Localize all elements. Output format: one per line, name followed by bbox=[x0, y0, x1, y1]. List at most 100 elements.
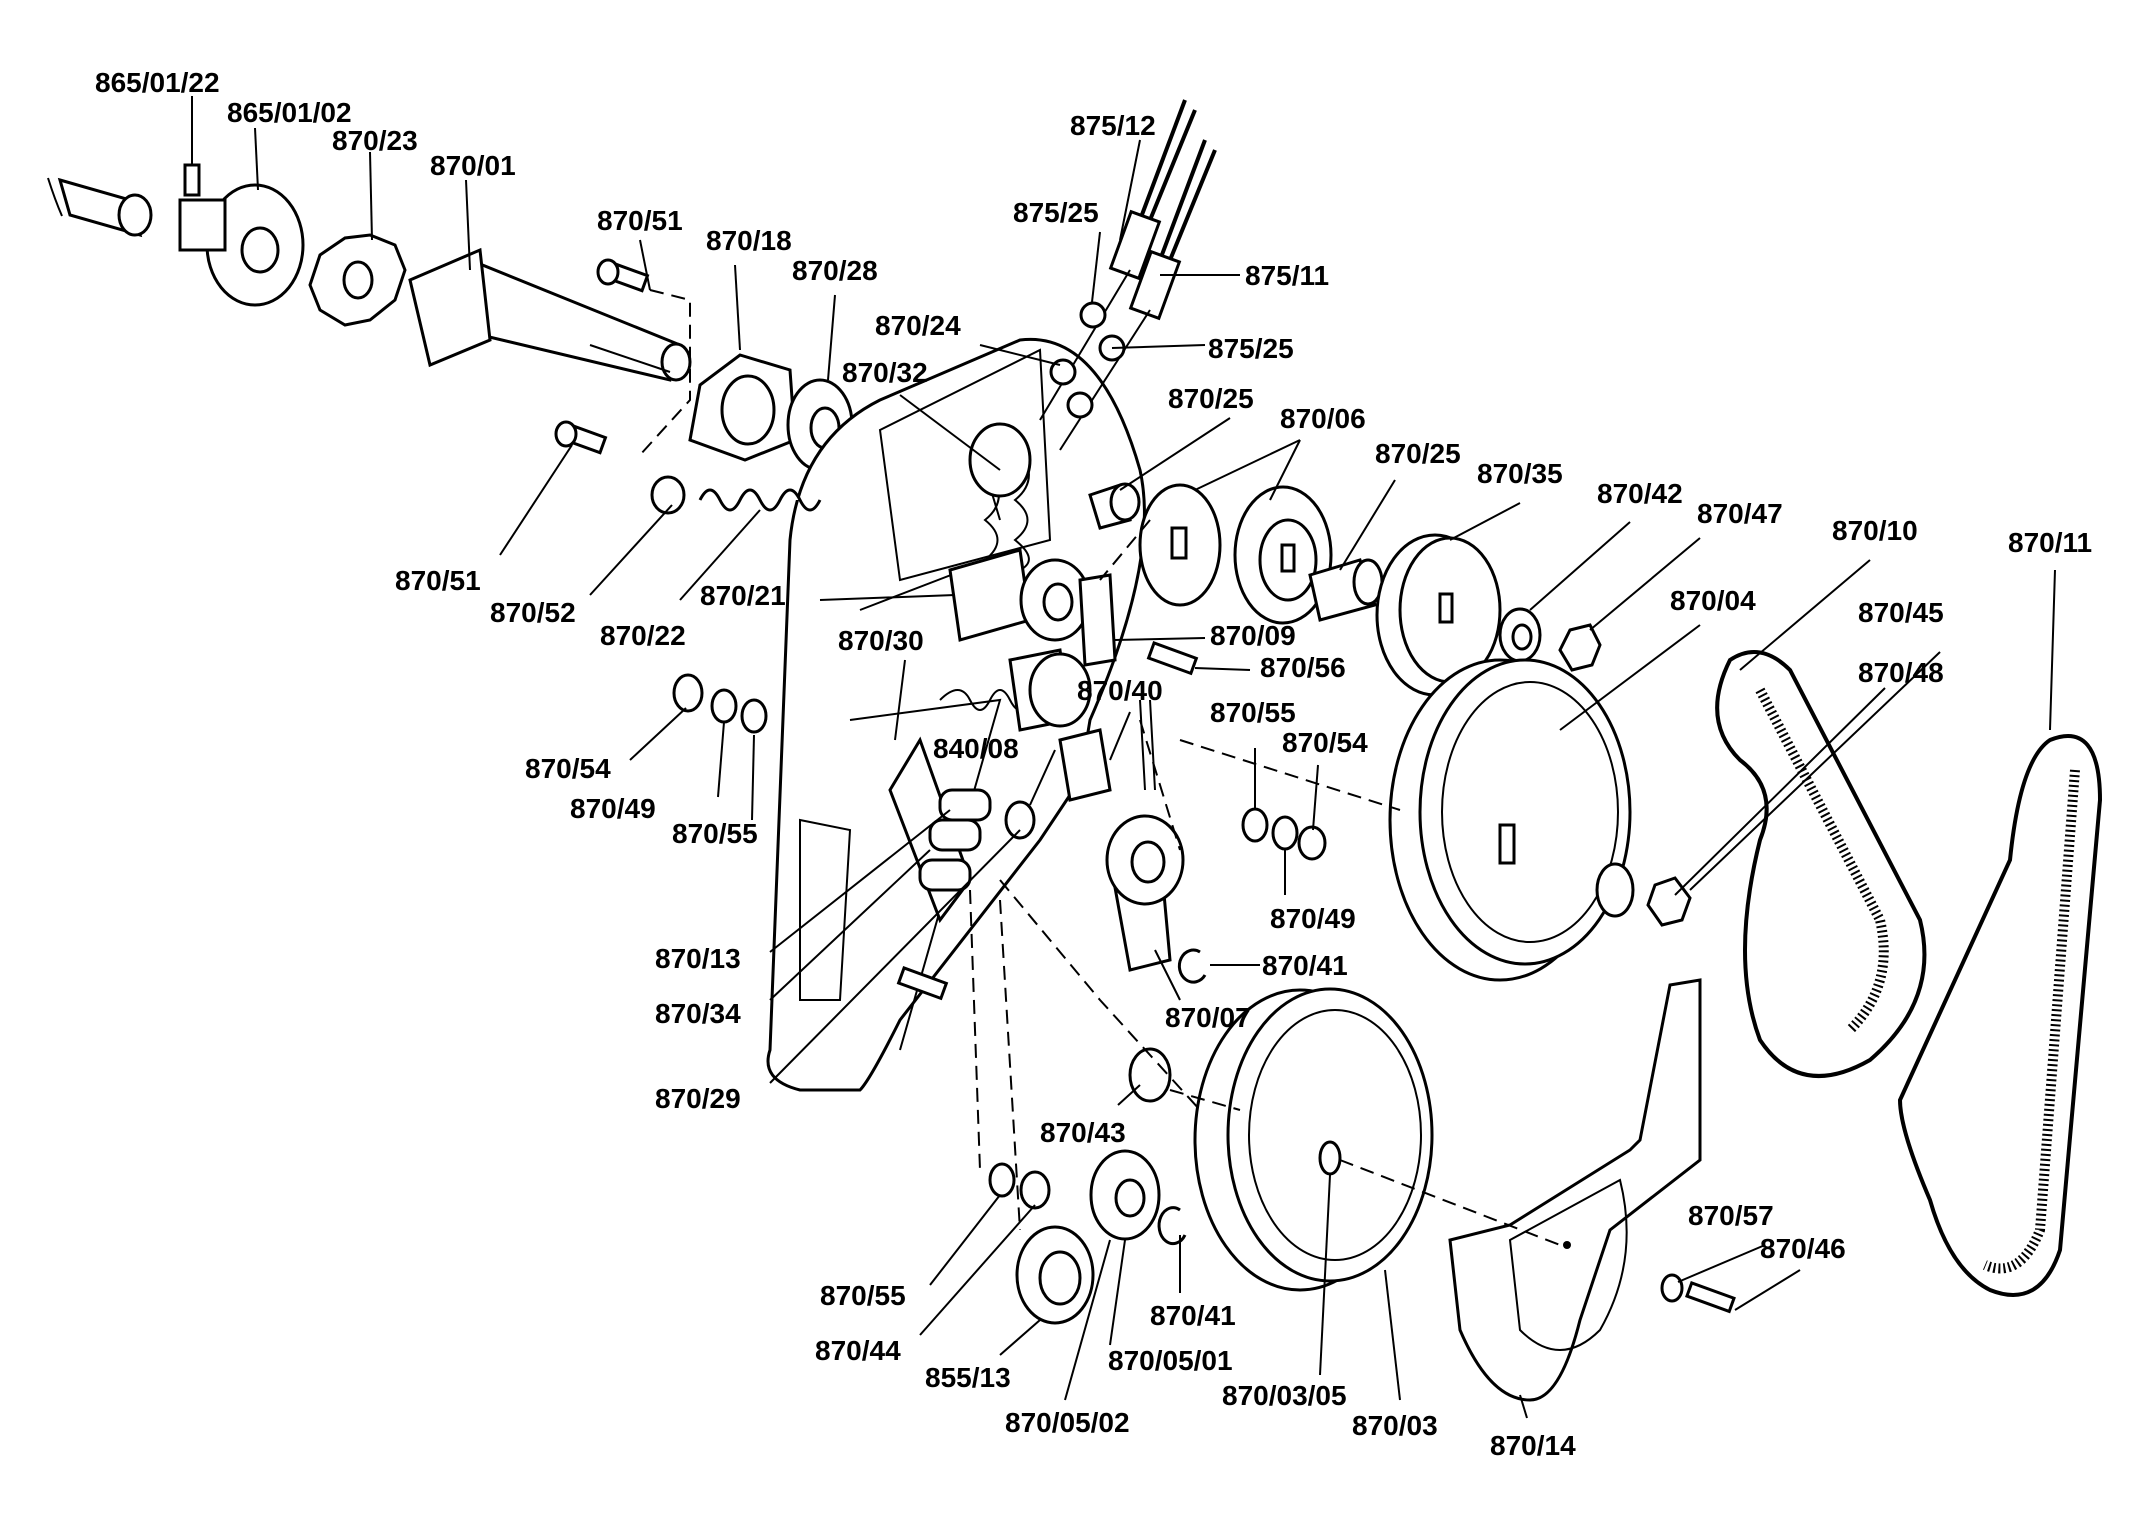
label-870-28: 870/28 bbox=[792, 255, 878, 286]
label-870-01: 870/01 bbox=[430, 150, 516, 181]
washer-43 bbox=[1128, 1047, 1172, 1103]
label-870-24: 870/24 bbox=[875, 310, 961, 341]
label-870-05-01: 870/05/01 bbox=[1108, 1345, 1233, 1376]
label-870-46: 870/46 bbox=[1760, 1233, 1846, 1264]
shaft-stub bbox=[47, 177, 153, 238]
drive-shaft bbox=[408, 247, 692, 382]
assembly-lines bbox=[969, 519, 1561, 1246]
washer-45 bbox=[1595, 862, 1635, 918]
label-870-49-left: 870/49 bbox=[570, 793, 656, 824]
control-cables bbox=[1039, 99, 1217, 451]
bolt-46 bbox=[1685, 1280, 1736, 1314]
label-840-08: 840/08 bbox=[933, 733, 1019, 764]
label-870-10: 870/10 bbox=[1832, 515, 1918, 546]
pulley-35 bbox=[1375, 533, 1502, 697]
parts-drawing bbox=[47, 99, 2103, 1402]
large-pulley-03 bbox=[1193, 987, 1434, 1292]
bolt-29 bbox=[896, 966, 949, 1001]
label-870-42: 870/42 bbox=[1597, 478, 1683, 509]
label-870-23: 870/23 bbox=[332, 125, 418, 156]
lever-assembly bbox=[888, 736, 1036, 924]
leader-lines bbox=[191, 96, 2056, 1419]
label-865-01-22: 865/01/22 bbox=[95, 67, 220, 98]
label-870-03-05: 870/03/05 bbox=[1222, 1380, 1347, 1411]
label-870-54-right: 870/54 bbox=[1282, 727, 1368, 758]
spring-horizontal bbox=[650, 475, 822, 515]
label-870-51-upper: 870/51 bbox=[597, 205, 683, 236]
bolt-upper bbox=[596, 258, 650, 293]
label-870-44: 870/44 bbox=[815, 1335, 901, 1366]
label-870-18: 870/18 bbox=[706, 225, 792, 256]
pulley-half-06 bbox=[1138, 483, 1333, 625]
label-875-25-lower: 875/25 bbox=[1208, 333, 1294, 364]
label-870-03: 870/03 bbox=[1352, 1410, 1438, 1441]
gear-855-13 bbox=[1015, 1225, 1095, 1325]
label-855-13: 855/13 bbox=[925, 1362, 1011, 1393]
label-870-30: 870/30 bbox=[838, 625, 924, 656]
idler-pulley-07 bbox=[1105, 814, 1185, 972]
tensioner-assembly bbox=[1008, 648, 1156, 802]
washers-middle bbox=[1241, 807, 1327, 861]
label-870-40: 870/40 bbox=[1077, 675, 1163, 706]
label-870-35: 870/35 bbox=[1477, 458, 1563, 489]
label-870-29: 870/29 bbox=[655, 1083, 741, 1114]
bolt-lower bbox=[554, 420, 608, 455]
label-875-11: 875/11 bbox=[1245, 260, 1329, 291]
circlip-lower bbox=[1157, 1206, 1187, 1246]
label-870-55-right: 870/55 bbox=[1210, 697, 1296, 728]
label-870-52: 870/52 bbox=[490, 597, 576, 628]
housing-plate bbox=[766, 337, 1146, 1092]
label-870-09: 870/09 bbox=[1210, 620, 1296, 651]
label-870-11: 870/11 bbox=[2008, 527, 2092, 558]
label-870-14: 870/14 bbox=[1490, 1430, 1576, 1461]
label-870-57: 870/57 bbox=[1688, 1200, 1774, 1231]
belt-guard bbox=[1448, 978, 1702, 1402]
idler-arm bbox=[948, 548, 1091, 642]
ring-44 bbox=[1019, 1170, 1051, 1210]
label-870-43: 870/43 bbox=[1040, 1117, 1126, 1148]
spacer-roller bbox=[968, 422, 1032, 498]
rubber-spider bbox=[308, 233, 407, 327]
label-870-45: 870/45 bbox=[1858, 597, 1944, 628]
coupling-hub bbox=[178, 183, 305, 307]
label-870-48: 870/48 bbox=[1858, 657, 1944, 688]
set-screw bbox=[183, 163, 201, 197]
washer-57 bbox=[1660, 1273, 1684, 1303]
circlip-upper bbox=[1177, 948, 1207, 984]
label-870-13: 870/13 bbox=[655, 943, 741, 974]
washers-left bbox=[672, 673, 768, 734]
label-870-41-upper: 870/41 bbox=[1262, 950, 1348, 981]
washer-55-lower bbox=[988, 1162, 1016, 1198]
bearing-flange bbox=[688, 353, 797, 462]
bolt-56 bbox=[1146, 641, 1199, 676]
label-870-25-right: 870/25 bbox=[1375, 438, 1461, 469]
label-870-32: 870/32 bbox=[842, 357, 928, 388]
label-870-54-left: 870/54 bbox=[525, 753, 611, 784]
label-870-55-lower: 870/55 bbox=[820, 1280, 906, 1311]
label-870-07: 870/07 bbox=[1165, 1002, 1251, 1033]
label-865-01-02: 865/01/02 bbox=[227, 97, 352, 128]
v-belt-11 bbox=[1897, 734, 2103, 1297]
label-870-34: 870/34 bbox=[655, 998, 741, 1029]
label-870-21: 870/21 bbox=[700, 580, 786, 611]
part-labels: 865/01/22 865/01/02 870/23 870/01 870/51… bbox=[95, 67, 2092, 1461]
bracket-plate bbox=[1078, 573, 1117, 667]
label-870-05-02: 870/05/02 bbox=[1005, 1407, 1130, 1438]
label-870-56: 870/56 bbox=[1260, 652, 1346, 683]
large-pulley-04 bbox=[1388, 658, 1632, 982]
label-870-04: 870/04 bbox=[1670, 585, 1756, 616]
label-870-41-lower: 870/41 bbox=[1150, 1300, 1236, 1331]
sprocket-05 bbox=[1089, 1149, 1161, 1241]
label-870-06: 870/06 bbox=[1280, 403, 1366, 434]
v-belt-10 bbox=[1715, 650, 1927, 1078]
label-870-47: 870/47 bbox=[1697, 498, 1783, 529]
label-870-25-left: 870/25 bbox=[1168, 383, 1254, 414]
label-870-51-lower: 870/51 bbox=[395, 565, 481, 596]
label-875-12: 875/12 bbox=[1070, 110, 1156, 141]
label-870-22: 870/22 bbox=[600, 620, 686, 651]
label-870-49-right: 870/49 bbox=[1270, 903, 1356, 934]
spacer-sleeves bbox=[1088, 482, 1384, 622]
nut-47 bbox=[1558, 623, 1602, 672]
label-875-25-upper: 875/25 bbox=[1013, 197, 1099, 228]
